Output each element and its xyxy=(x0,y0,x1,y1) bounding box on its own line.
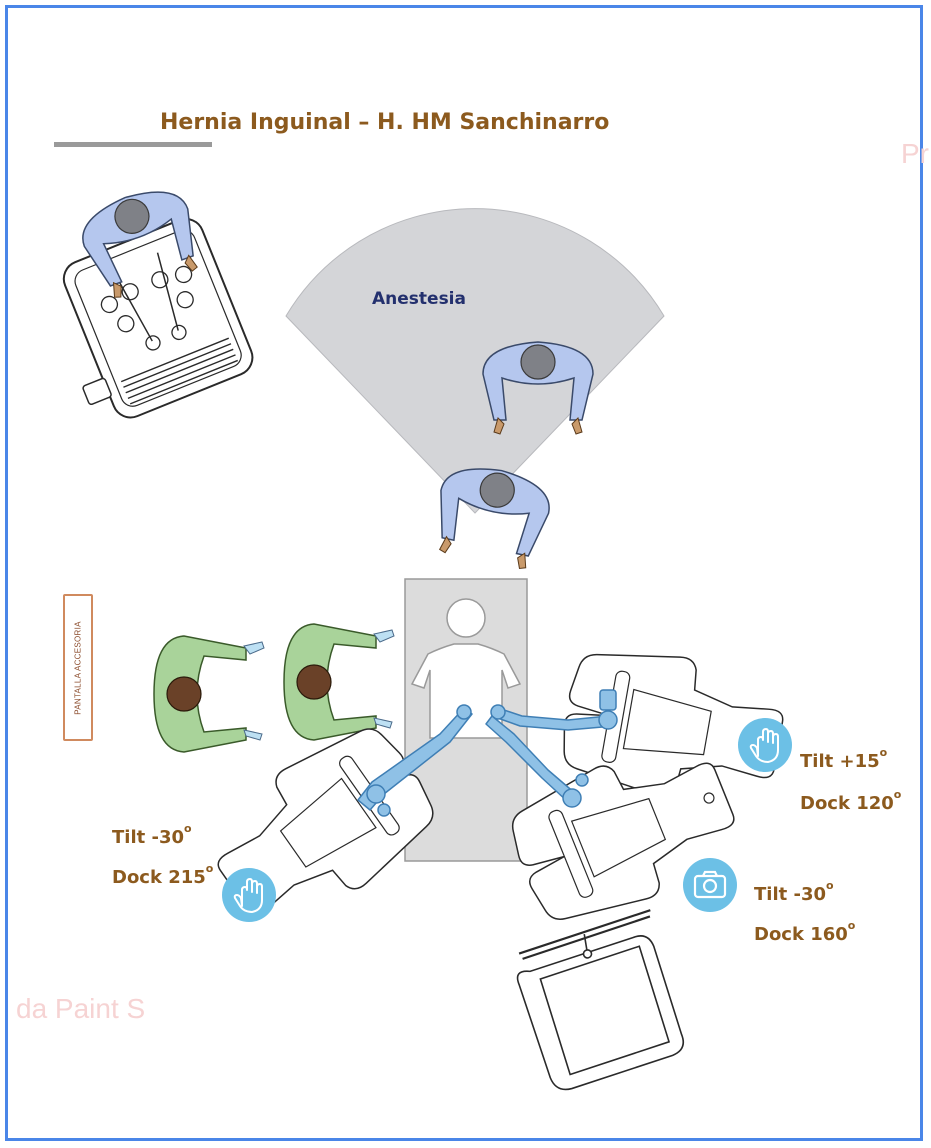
accessory-screen-label: PANTALLA ACCESORIA xyxy=(73,620,83,715)
page-title: Hernia Inguinal – H. HM Sanchinarro xyxy=(160,110,610,135)
arm-left-dock-label: Dock 215o xyxy=(112,862,214,888)
or-layout-svg xyxy=(54,142,792,1091)
hand-icon xyxy=(738,718,792,772)
watermark-right: Pr xyxy=(901,138,929,169)
arm-right-upper-dock-label: Dock 120o xyxy=(800,788,902,814)
watermark-left: da Paint S xyxy=(16,993,146,1024)
arm-right-upper-tilt-label: Tilt +15o xyxy=(800,746,888,772)
camera-icon xyxy=(683,858,737,912)
instrument-table xyxy=(516,909,685,1091)
arm-left-tilt-label: Tilt -30o xyxy=(112,822,192,848)
hand-icon xyxy=(222,868,276,922)
accessory-screen: PANTALLA ACCESORIA xyxy=(63,594,93,741)
surgeon-console xyxy=(62,217,254,419)
arm-right-lower-tilt-label: Tilt -30o xyxy=(754,879,834,905)
anesthesia-zone-label: Anestesia xyxy=(372,289,466,309)
arm-right-lower-dock-label: Dock 160o xyxy=(754,919,856,945)
diagram-frame: Hernia Inguinal – H. HM Sanchinarro Anes… xyxy=(5,5,929,1141)
